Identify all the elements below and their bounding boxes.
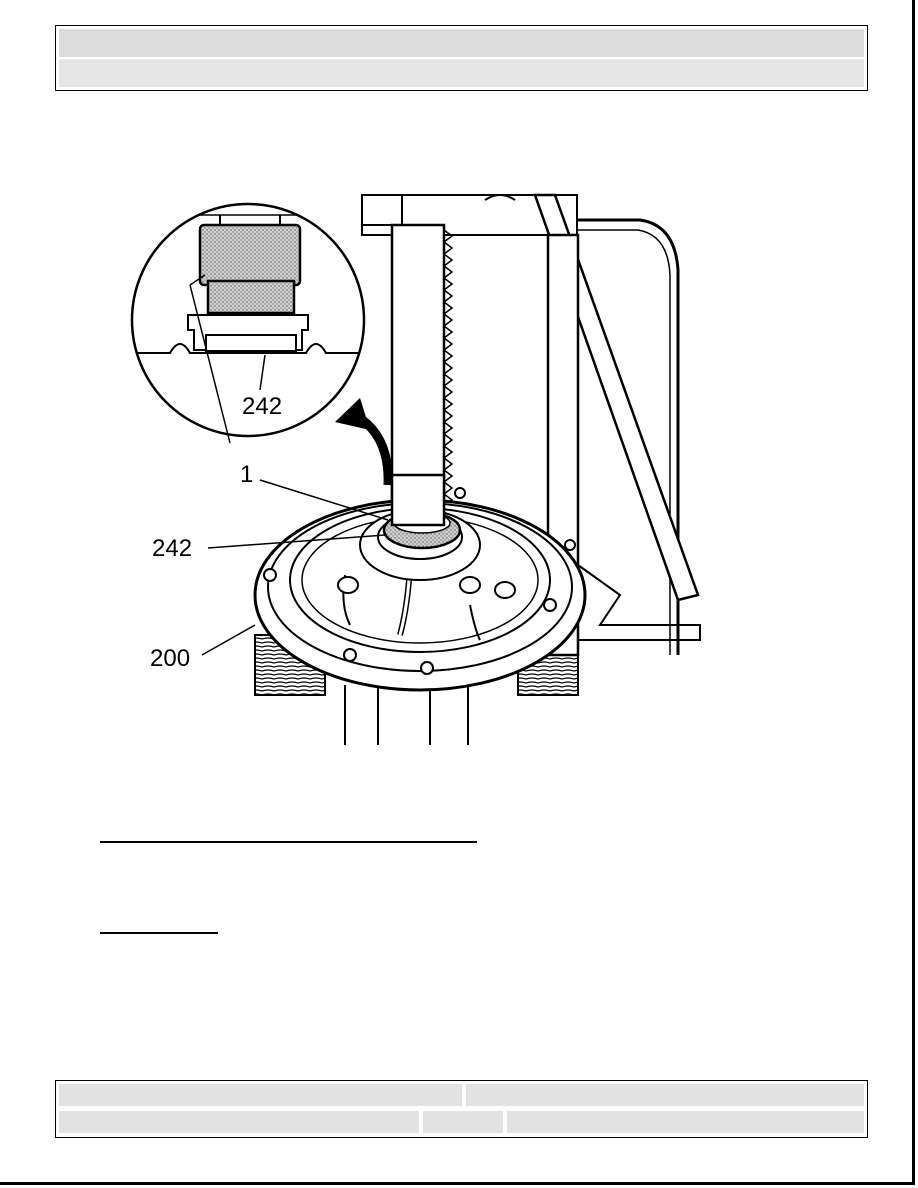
inset-seal — [205, 334, 297, 352]
callout-200: 200 — [150, 645, 191, 672]
callout-1: 1 — [240, 461, 254, 488]
pump-seal-removal-drawing — [130, 193, 701, 745]
footer-cell-top-left — [59, 1084, 462, 1106]
page-footer — [55, 1080, 868, 1138]
callout-inset-242: 242 — [242, 393, 283, 420]
header-subtitle-row — [59, 59, 864, 87]
link-underline-2[interactable] — [100, 932, 218, 934]
callout-242: 242 — [152, 535, 193, 562]
inset-tool-bottom — [206, 279, 296, 315]
footer-cell-bottom-right — [507, 1111, 864, 1133]
footer-cell-bottom-mid — [423, 1111, 503, 1133]
link-underline-1[interactable] — [100, 841, 477, 843]
inset-circle — [130, 202, 366, 438]
technical-illustration: 242 1 242 200 — [130, 185, 710, 750]
page-header — [55, 25, 868, 91]
header-title-row — [59, 29, 864, 57]
footer-cell-bottom-left — [59, 1111, 419, 1133]
inset-tool-top — [198, 223, 302, 287]
direction-arrow — [335, 398, 370, 430]
footer-cell-top-right — [466, 1084, 864, 1106]
